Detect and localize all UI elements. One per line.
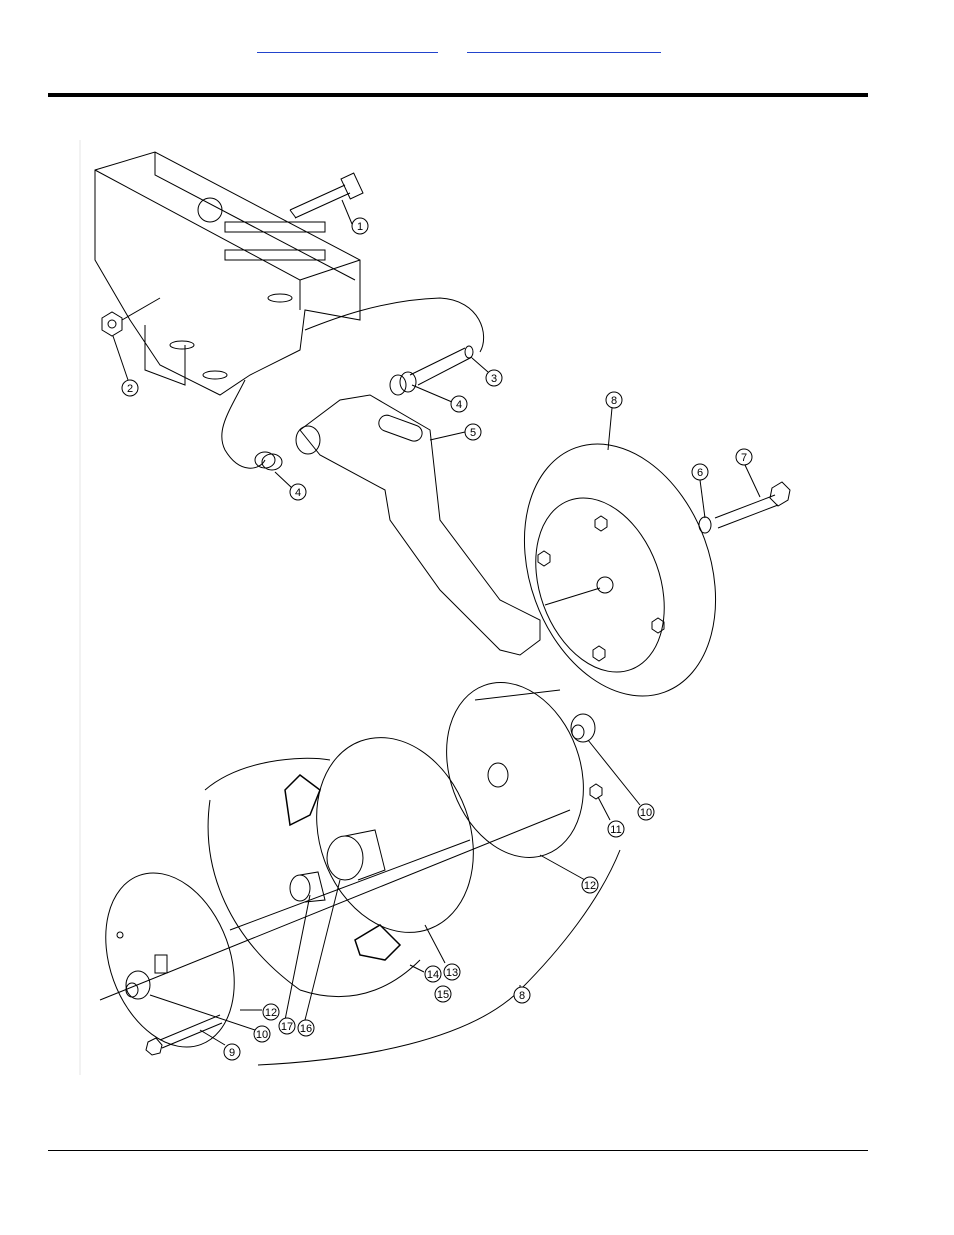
- callout-3: 3: [486, 370, 502, 386]
- svg-text:4: 4: [295, 487, 301, 499]
- callout-14: 14: [425, 966, 441, 982]
- small-nut: [590, 784, 602, 799]
- callout-1: 1: [352, 218, 368, 234]
- svg-text:8: 8: [611, 395, 617, 407]
- callout-5: 5: [465, 424, 481, 440]
- svg-text:9: 9: [229, 1047, 235, 1059]
- svg-text:4: 4: [456, 399, 462, 411]
- footer-rule: [48, 1150, 868, 1151]
- callout-9: 9: [224, 1044, 240, 1060]
- axle-line: [100, 810, 570, 1000]
- callout-8a: 8: [606, 392, 622, 408]
- svg-text:5: 5: [470, 427, 476, 439]
- callout-12b: 12: [263, 1004, 279, 1020]
- wheel-disc-left: [83, 855, 257, 1065]
- callout-6: 6: [692, 464, 708, 480]
- gauge-wheel-upper: [491, 417, 749, 723]
- callout-11: 11: [608, 821, 624, 837]
- hex-bolt-lower: [146, 1015, 222, 1055]
- callout-4b: 4: [290, 484, 306, 500]
- pivot-pin-part: [410, 346, 473, 385]
- svg-text:10: 10: [640, 807, 652, 819]
- svg-text:14: 14: [427, 969, 439, 981]
- callout-8b: 8: [514, 987, 530, 1003]
- callout-16: 16: [298, 1020, 314, 1036]
- toolbar-frame: [95, 152, 360, 395]
- bushing-lower-part: [255, 452, 282, 470]
- wheel-disc-right: [423, 663, 607, 877]
- callout-13: 13: [444, 964, 460, 980]
- svg-text:12: 12: [265, 1007, 277, 1019]
- callout-2: 2: [122, 380, 138, 396]
- bushing-upper-part: [390, 372, 416, 395]
- callout-15: 15: [435, 986, 451, 1002]
- svg-text:1: 1: [357, 221, 363, 233]
- callout-4a: 4: [451, 396, 467, 412]
- bolt-part: [290, 173, 363, 218]
- callout-balloons: 1 2 3 4 4 5 6 7 8 8 9 10 10 11 12 12 13 …: [122, 218, 752, 1060]
- washer-part: [699, 517, 711, 533]
- svg-text:2: 2: [127, 383, 133, 395]
- callout-7: 7: [736, 449, 752, 465]
- callout-10b: 10: [638, 804, 654, 820]
- svg-text:16: 16: [300, 1023, 312, 1035]
- wheel-bolt-part: [715, 482, 790, 528]
- bearing-right: [571, 714, 595, 742]
- gauge-wheel-arm: [296, 395, 540, 655]
- svg-text:10: 10: [256, 1029, 268, 1041]
- svg-text:13: 13: [446, 967, 458, 979]
- callout-10a: 10: [254, 1026, 270, 1042]
- svg-text:7: 7: [741, 452, 747, 464]
- svg-text:12: 12: [584, 880, 596, 892]
- svg-text:6: 6: [697, 467, 703, 479]
- callout-17: 17: [279, 1018, 295, 1034]
- svg-text:15: 15: [437, 989, 449, 1001]
- callout-12a: 12: [582, 877, 598, 893]
- svg-text:8: 8: [519, 990, 525, 1002]
- nut-part: [102, 298, 160, 336]
- svg-text:3: 3: [491, 373, 497, 385]
- svg-text:11: 11: [610, 824, 621, 836]
- svg-text:17: 17: [281, 1021, 293, 1033]
